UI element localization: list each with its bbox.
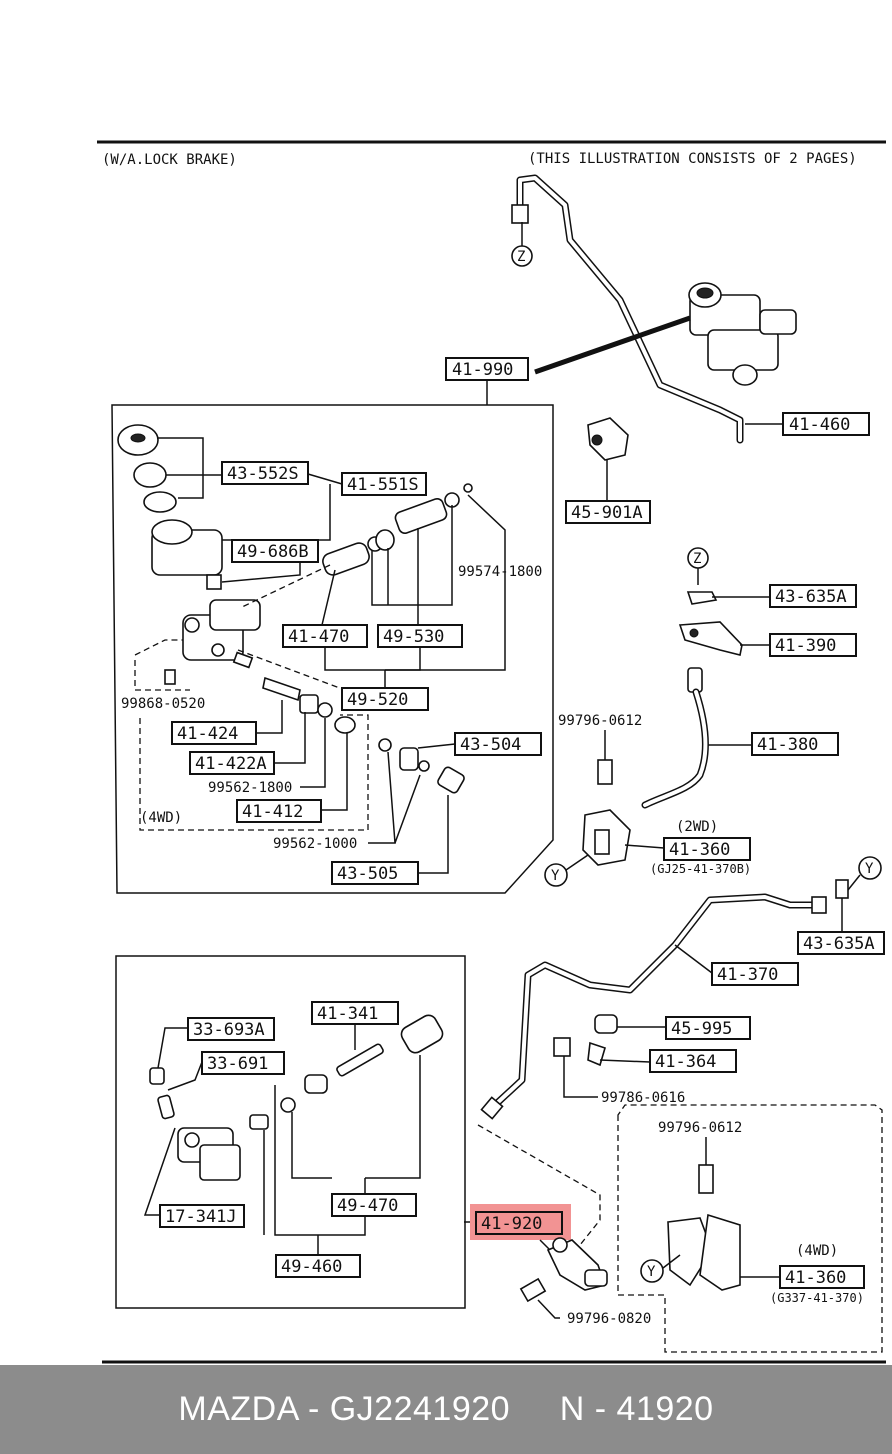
label-gj25-41-370b: (GJ25-41-370B) [650,862,751,876]
label-33-693a[interactable]: 33-693A [193,1020,265,1040]
label-41-412[interactable]: 41-412 [242,802,303,822]
clip-45-901a-illustration [587,417,629,461]
label-99562-1800[interactable]: 99562-1800 [208,780,292,796]
label-41-424[interactable]: 41-424 [177,724,238,744]
grommet-45-995-illustration [594,1014,618,1034]
label-41-370[interactable]: 41-370 [717,965,778,985]
label-41-360-4wd[interactable]: 41-360 [785,1268,846,1288]
callout-y-mid: Y [551,868,560,884]
label-4wd-master: (4WD) [140,810,182,826]
clip-43-635a-top-illustration [686,591,718,605]
label-box-41-380 [751,732,839,756]
label-box-43-635a-bot [797,931,885,955]
part-number-footer: MAZDA - GJ2241920 N - 41920 [0,1365,892,1454]
label-box-41-390 [769,633,857,657]
label-49-520[interactable]: 49-520 [347,690,408,710]
label-box-41-551s [341,472,427,496]
label-99786-0616[interactable]: 99786-0616 [601,1090,685,1106]
label-box-43-635a-top [769,584,857,608]
label-41-460[interactable]: 41-460 [789,415,850,435]
label-33-691[interactable]: 33-691 [207,1054,268,1074]
label-box-49-686b [231,539,319,563]
label-41-551s[interactable]: 41-551S [347,475,419,495]
bleeder-screw-top [164,669,176,685]
piston-assembly-illustration [322,483,473,576]
label-99796-0612-top[interactable]: 99796-0612 [558,713,642,729]
master-cylinder-illustration [534,282,797,386]
label-99796-0612-bot[interactable]: 99796-0612 [658,1120,742,1136]
reservoir-parts [117,424,223,590]
callout-z-top: Z [517,249,525,265]
label-43-635a-bot[interactable]: 43-635A [803,934,875,954]
label-41-341[interactable]: 41-341 [317,1004,378,1024]
clip-41-364-illustration [553,1037,606,1067]
label-41-990[interactable]: 41-990 [452,360,513,380]
label-box-41-412 [236,799,322,823]
label-99562-1000[interactable]: 99562-1000 [273,836,357,852]
master-cylinder-body [182,599,261,661]
brake-pipe-top: Z [511,174,744,444]
label-box-41-370 [711,962,799,986]
label-box-45-901a [565,500,651,524]
label-41-380[interactable]: 41-380 [757,735,818,755]
label-45-995[interactable]: 45-995 [671,1019,732,1039]
label-17-341j[interactable]: 17-341J [165,1207,237,1227]
fitting-43-504-illustration [378,738,465,794]
label-box-17-341j [159,1204,245,1228]
callout-y-right: Y [865,861,874,877]
label-box-41-364 [649,1049,737,1073]
slave-4wd-illustration [667,1164,741,1291]
label-41-360-2wd[interactable]: 41-360 [669,840,730,860]
slave-small-parts-illustration [149,1067,241,1181]
callout-z-mid: Z [693,551,701,567]
secondary-piston-illustration [232,651,356,734]
label-49-686b[interactable]: 49-686B [237,542,309,562]
pushrod-boot-illustration [249,1014,444,1130]
exploded-box-slave [115,955,466,1309]
label-box-43-552s [221,461,309,485]
label-49-530[interactable]: 49-530 [383,627,444,647]
label-2wd: (2WD) [676,819,718,835]
label-49-460[interactable]: 49-460 [281,1257,342,1277]
label-box-41-920 [475,1211,563,1235]
label-box-45-995 [665,1016,751,1040]
label-41-470[interactable]: 41-470 [288,627,349,647]
label-box-49-520 [341,687,429,711]
label-99796-0820[interactable]: 99796-0820 [567,1311,651,1327]
pages-note: (THIS ILLUSTRATION CONSISTS OF 2 PAGES) [528,151,857,167]
label-41-364[interactable]: 41-364 [655,1052,716,1072]
label-box-41-360-4wd [779,1265,865,1289]
label-99868-0520[interactable]: 99868-0520 [121,696,205,712]
parts-diagram: (W/A.LOCK BRAKE) (THIS ILLUSTRATION CONS… [97,140,886,1364]
label-45-901a[interactable]: 45-901A [571,503,643,523]
label-43-635a-top[interactable]: 43-635A [775,587,847,607]
label-41-422a[interactable]: 41-422A [195,754,267,774]
label-41-390[interactable]: 41-390 [775,636,836,656]
footer-text: MAZDA - GJ2241920 N - 41920 [178,1390,714,1428]
label-99574-1800[interactable]: 99574-1800 [458,564,542,580]
label-4wd-bot: (4WD) [796,1243,838,1259]
lock-brake-note: (W/A.LOCK BRAKE) [102,152,237,168]
label-box-49-470 [331,1193,417,1217]
brake-pipe-41-370 [480,893,827,1120]
label-43-505[interactable]: 43-505 [337,864,398,884]
brake-hose-41-380 [641,667,710,809]
label-box-33-693a [187,1017,275,1041]
label-43-504[interactable]: 43-504 [460,735,521,755]
label-43-552s[interactable]: 43-552S [227,464,299,484]
clip-43-635a-bot-illustration [835,879,849,899]
label-41-920[interactable]: 41-920 [481,1214,542,1234]
callout-y-bot: Y [647,1264,656,1280]
label-49-470[interactable]: 49-470 [337,1196,398,1216]
bracket-41-390-illustration [678,621,743,656]
label-box-41-360-2wd [663,837,751,861]
clutch-release-cylinder-41-920 [519,1237,608,1303]
bolt-and-slave-2wd-illustration [582,759,631,866]
label-g337-41-370: (G337-41-370) [770,1291,864,1305]
exploded-box-master [111,404,554,894]
